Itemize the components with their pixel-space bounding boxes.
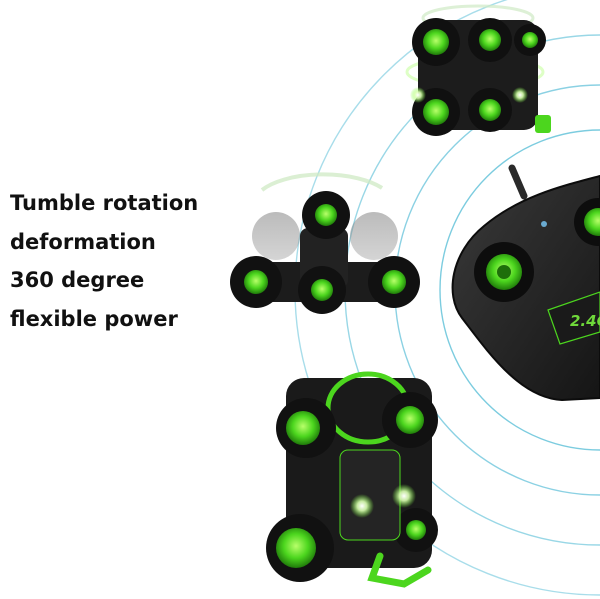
feature-caption: Tumble rotation deformation 360 degree f…	[10, 184, 198, 338]
caption-line-4: flexible power	[10, 306, 178, 331]
caption-line-2: deformation	[10, 229, 156, 254]
remote-label: 2.4G	[570, 312, 600, 330]
caption-line-1: Tumble rotation	[10, 191, 199, 215]
rc-stunt-car-bottom	[266, 371, 438, 588]
rc-stunt-car-middle	[230, 172, 420, 314]
remote-controller-image: 2.4G	[451, 164, 600, 402]
rc-stunt-car-top	[405, 4, 551, 136]
caption-line-3: 360 degree	[10, 268, 145, 292]
